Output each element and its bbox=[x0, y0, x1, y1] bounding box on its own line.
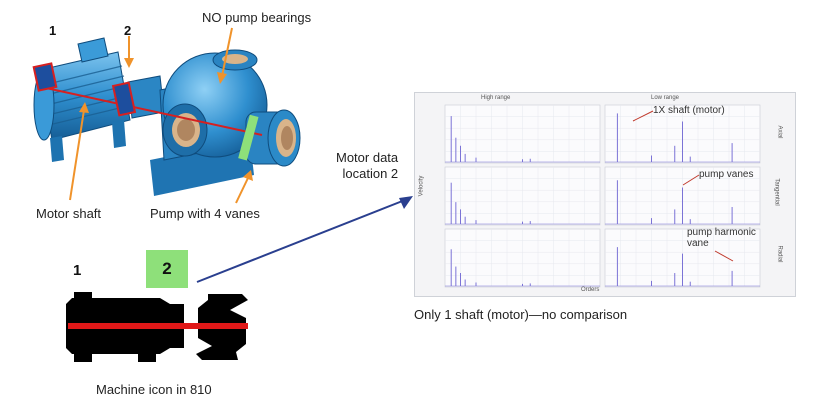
machine-icon-label-1: 1 bbox=[73, 262, 82, 279]
pump-vanes-label: Pump with 4 vanes bbox=[150, 206, 260, 221]
location-2-badge: 2 bbox=[146, 250, 188, 288]
x-axis-label: Orders bbox=[581, 287, 600, 293]
row-label-axial: Axial bbox=[776, 125, 783, 139]
spectrum-panel: High range Low range Orders Velocity Axi… bbox=[414, 92, 796, 297]
y-axis-label: Velocity bbox=[418, 175, 425, 197]
spectrum-caption: Only 1 shaft (motor)—no comparison bbox=[414, 307, 628, 322]
orange-arrows bbox=[69, 27, 253, 204]
row-label-radial: Radial bbox=[776, 245, 783, 263]
spectrum-chart bbox=[444, 104, 761, 288]
motor-shaft-line bbox=[45, 87, 263, 136]
data-arrow bbox=[196, 196, 413, 283]
machine-icon-caption: Machine icon in 810 bbox=[96, 382, 212, 397]
machine-icon-label-2: 2 bbox=[162, 259, 172, 278]
annotation-shaft-arrow bbox=[632, 110, 654, 122]
row-label-tangential: Tangential bbox=[773, 178, 780, 206]
label-1: 1 bbox=[49, 23, 57, 38]
machine-icon-area: 1 2 Machine icon in 810 bbox=[60, 248, 300, 398]
annotation-shaft: 1X shaft (motor) bbox=[653, 105, 725, 116]
annotation-harmonic-arrow bbox=[714, 250, 734, 262]
motor-shaft-label: Motor shaft bbox=[36, 206, 102, 221]
no-pump-bearings-label: NO pump bearings bbox=[202, 10, 312, 25]
motor-data-label: Motor data location 2 bbox=[336, 150, 399, 181]
sensor-green-bar bbox=[238, 114, 259, 161]
annotation-harmonic: pump harmonic vane bbox=[687, 227, 756, 249]
pump-volute bbox=[150, 49, 301, 196]
label-2: 2 bbox=[124, 23, 132, 38]
col-left-title: High range bbox=[481, 95, 511, 101]
sensor-1 bbox=[32, 62, 58, 92]
annotation-vanes-arrow bbox=[682, 174, 700, 186]
pump-illustration: 1 2 NO pump bearings Motor shaft Pump wi… bbox=[0, 0, 330, 230]
col-right-title: Low range bbox=[651, 95, 680, 101]
pump-drawing bbox=[32, 27, 301, 204]
annotation-vanes: pump vanes bbox=[699, 169, 754, 180]
sensor-2 bbox=[111, 81, 137, 117]
motor-body bbox=[33, 37, 165, 162]
machine-icon bbox=[66, 292, 248, 362]
